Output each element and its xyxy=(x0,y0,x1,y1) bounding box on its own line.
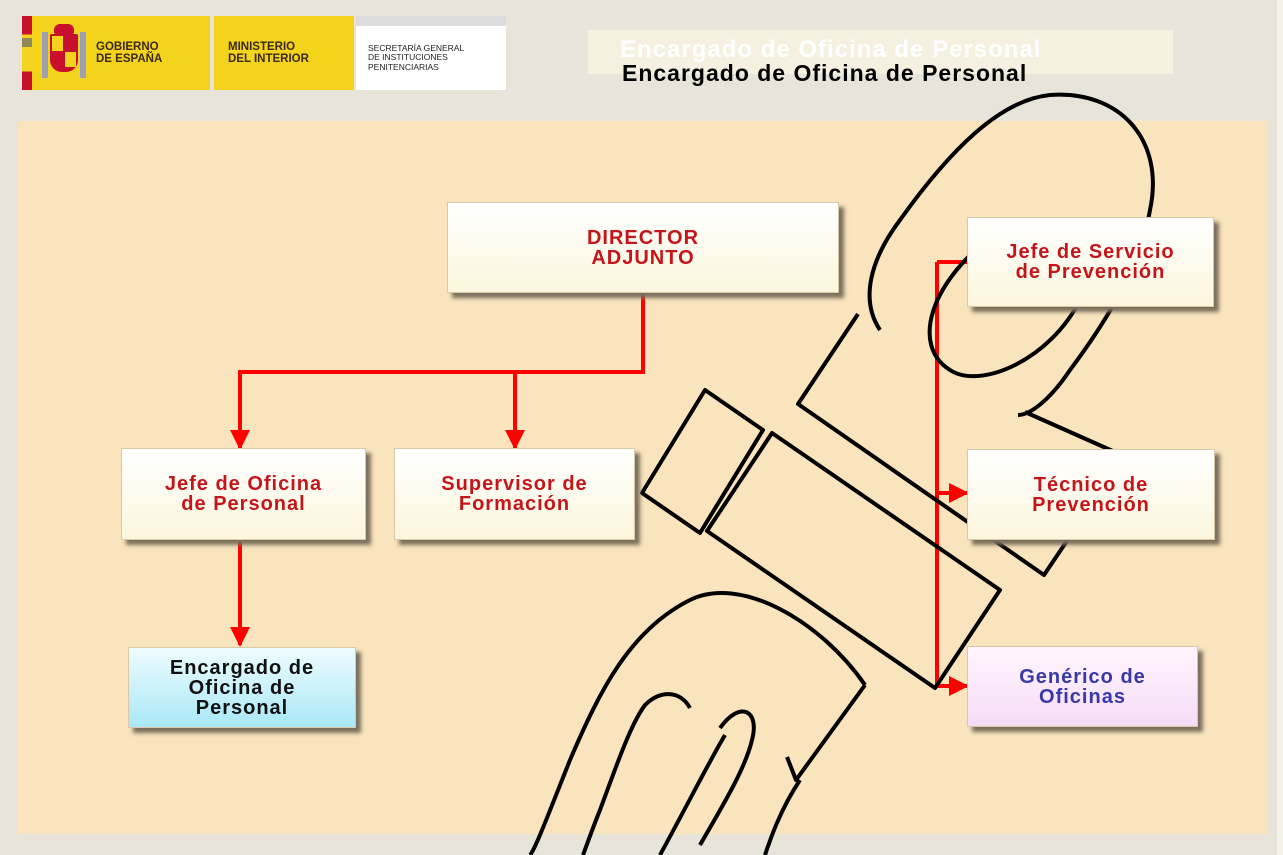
ministerio-logo: MINISTERIO DEL INTERIOR xyxy=(214,16,354,90)
logo-sec-line1: SECRETARÍA GENERAL xyxy=(368,42,465,53)
handwritten-scribble xyxy=(528,92,1155,855)
scribble-middle-rect xyxy=(705,431,1002,690)
page-title: Encargado de Oficina de Personal xyxy=(622,60,1028,86)
logo-interior-text: DEL INTERIOR xyxy=(228,53,309,65)
scribble-lower-inner-2 xyxy=(698,709,756,846)
generico-line2: Oficinas xyxy=(1039,685,1126,708)
scribble-lower-inner xyxy=(581,692,692,855)
scribble-lower-loop xyxy=(528,590,867,855)
encargado-oficina-personal-box: Encargado de Oficina de Personal xyxy=(128,647,356,728)
gobierno-logo: GOBIERNO DE ESPAÑA xyxy=(32,16,210,90)
connector-lines xyxy=(230,260,969,696)
logo-sec-line2: DE INSTITUCIONES xyxy=(368,52,448,63)
scribble-small-rect xyxy=(640,388,765,535)
logo-sec-line3: PENITENCIARIAS xyxy=(368,61,439,72)
government-logo: GOBIERNO DE ESPAÑA MINISTERIO DEL INTERI… xyxy=(22,16,506,90)
supervisor-line1: Supervisor de xyxy=(441,473,588,495)
jefe-oficina-personal-box: Jefe de Oficina de Personal xyxy=(121,448,366,540)
encargado-line1: Encargado de xyxy=(169,656,315,679)
coat-of-arms-icon xyxy=(42,24,86,82)
title-ghost-text: Encargado de Oficina de Personal xyxy=(620,36,1042,63)
encargado-line3: Personal xyxy=(195,696,289,719)
generico-line1: Genérico de xyxy=(1019,665,1146,688)
tecnico-prevencion-box: Técnico de Prevención xyxy=(967,449,1215,540)
jefe-servicio-prevencion-box: Jefe de Servicio de Prevención xyxy=(967,217,1214,307)
supervisor-line2: Formación xyxy=(458,493,571,515)
scribble-upper-loop xyxy=(867,92,1155,417)
jefe-oficina-line2: de Personal xyxy=(181,493,306,515)
right-frame-edge xyxy=(1277,0,1283,855)
supervisor-formacion-box: Supervisor de Formación xyxy=(394,448,635,540)
scribble-upper-band xyxy=(796,312,1126,577)
director-line1: DIRECTOR xyxy=(586,226,700,249)
secretaria-logo: SECRETARÍA GENERAL DE INSTITUCIONES PENI… xyxy=(356,16,506,90)
jefe-servicio-line1: Jefe de Servicio xyxy=(1006,241,1175,263)
director-line2: ADJUNTO xyxy=(591,246,695,269)
encargado-line2: Oficina de xyxy=(188,676,296,699)
generico-oficinas-box: Genérico de Oficinas xyxy=(967,646,1198,727)
scribble-lower-band xyxy=(785,683,867,782)
tecnico-line2: Prevención xyxy=(1032,493,1150,516)
connector-director-trunk xyxy=(230,292,645,450)
jefe-oficina-line1: Jefe de Oficina xyxy=(164,473,323,495)
scribble-lower-stroke-2 xyxy=(658,733,727,855)
title-ghost-banner: Encargado de Oficina de Personal xyxy=(588,30,1173,74)
tecnico-line1: Técnico de xyxy=(1033,473,1149,496)
logo-ministerio-text: MINISTERIO xyxy=(228,41,296,53)
logo-espana-text: DE ESPAÑA xyxy=(96,53,163,65)
flag-stripe xyxy=(22,16,32,90)
logo-gobierno-text: GOBIERNO xyxy=(96,41,159,53)
director-adjunto-box: DIRECTOR ADJUNTO xyxy=(447,202,839,293)
jefe-servicio-line2: de Prevención xyxy=(1015,261,1166,283)
scribble-lower-stroke xyxy=(763,778,802,855)
